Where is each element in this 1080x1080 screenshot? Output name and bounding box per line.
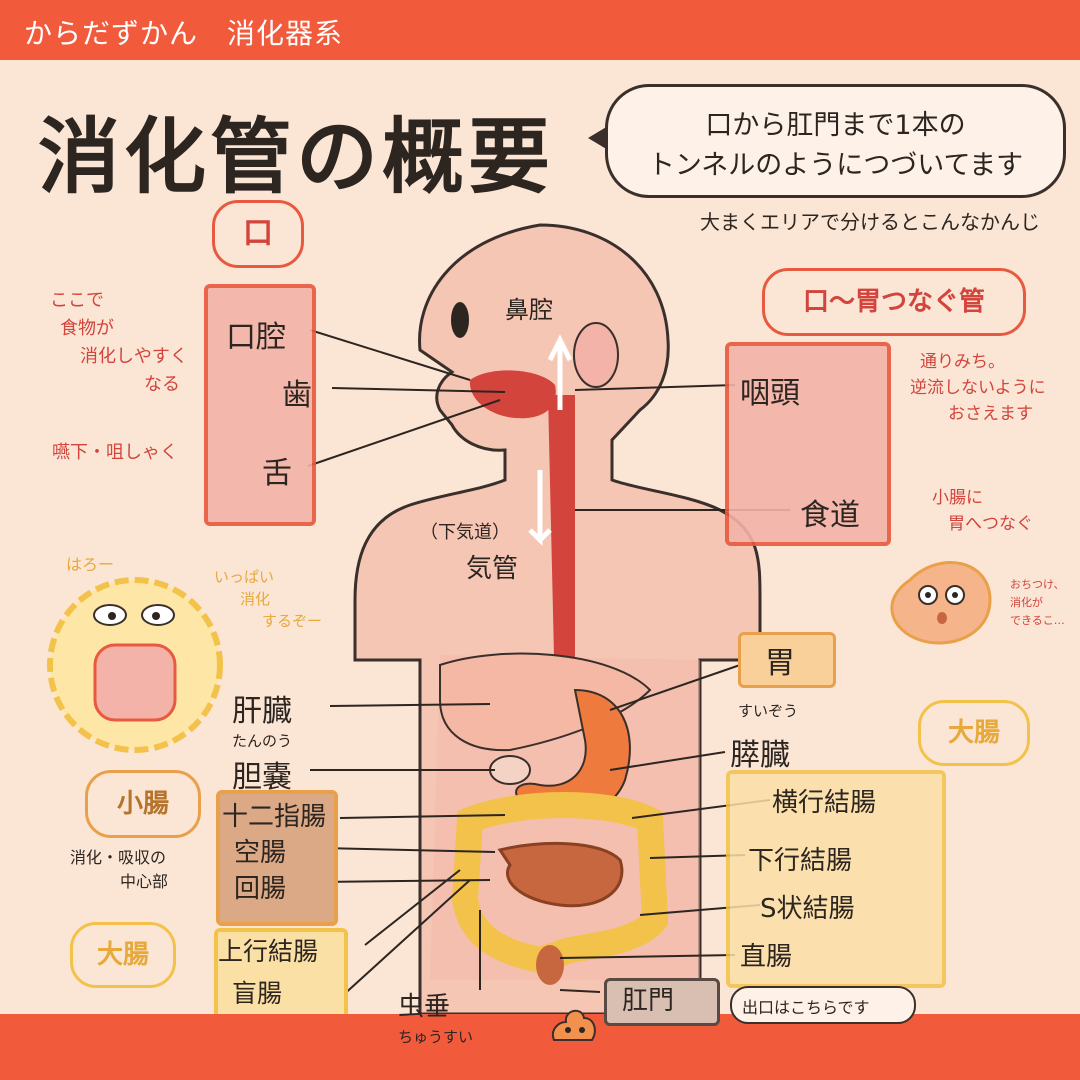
subtitle: 大まくエリアで分けるとこんなかんじ — [700, 210, 1040, 234]
intestine-note-2: いっぱい — [214, 568, 275, 586]
label-pharynx: 咽頭 — [740, 376, 800, 411]
anus-note-bubble: 出口はこちらです — [730, 986, 916, 1024]
label-sigmoid-colon: S状結腸 — [760, 894, 855, 924]
intestine-note-1: はろー — [66, 555, 115, 574]
label-rectum: 直腸 — [740, 942, 793, 972]
mouth-note-3: 消化しやすく — [80, 346, 188, 367]
mouth-note-4: なる — [144, 374, 180, 395]
label-trachea: 気管 — [466, 554, 519, 584]
label-gallbladder: 胆嚢 — [232, 760, 292, 795]
label-ascending-colon: 上行結腸 — [218, 937, 319, 966]
label-gallbladder-reading: たんのう — [232, 732, 293, 750]
small-intestine-box — [216, 790, 338, 926]
label-teeth: 歯 — [282, 378, 312, 413]
header-title: からだずかん 消化器系 — [24, 17, 344, 50]
speech-bubble-tail — [588, 126, 608, 150]
footer-bar — [0, 1014, 1080, 1080]
label-transverse-colon: 横行結腸 — [772, 788, 877, 818]
anus-box — [604, 978, 720, 1026]
intestine-note-3: 消化 — [240, 590, 271, 608]
tube-note-3: おさえます — [948, 404, 1033, 424]
tube-note-1: 通りみち。 — [920, 352, 1005, 372]
label-nasal-cavity: 鼻腔 — [505, 296, 553, 324]
label-pancreas-reading: すいぞう — [738, 702, 799, 720]
label-pancreas: 膵臓 — [730, 738, 790, 773]
mouth-note-5: 嚥下・咀しゃく — [52, 442, 178, 463]
stomach-character — [890, 561, 992, 645]
tube-note-5: 胃へつなぐ — [948, 514, 1033, 534]
label-oral-cavity: 口腔 — [226, 320, 286, 355]
tube-note-6: おちつけ、 — [1010, 578, 1065, 591]
label-anus: 肛門 — [622, 986, 675, 1016]
label-tongue: 舌 — [262, 456, 292, 491]
small-intestine-tag: 小腸 — [85, 770, 201, 838]
speech-line-1: 口から肛門まで1本の — [705, 110, 966, 141]
main-title: 消化管の概要 — [38, 110, 555, 205]
label-lower-airway: （下気道） — [420, 522, 510, 543]
tube-note-4: 小腸に — [932, 488, 983, 508]
label-ileum: 回腸 — [234, 874, 287, 904]
header-bar: からだずかん 消化器系 — [0, 0, 1080, 60]
label-jejunum: 空腸 — [234, 838, 287, 868]
large-intestine-tag-right: 大腸 — [918, 700, 1030, 766]
mouth-note-1: ここで — [50, 290, 104, 311]
tube-note-8: できるこ… — [1010, 614, 1065, 627]
mouth-tag: 口 — [212, 200, 304, 268]
label-descending-colon: 下行結腸 — [748, 846, 853, 876]
tube-note-7: 消化が — [1010, 596, 1043, 609]
label-liver: 肝臓 — [232, 694, 292, 729]
label-esophagus: 食道 — [800, 498, 860, 533]
label-appendix: 虫垂 — [398, 992, 451, 1022]
intestine-character — [47, 577, 223, 753]
large-intestine-box-left — [214, 928, 348, 1024]
tube-note-2: 逆流しないように — [910, 378, 1046, 398]
label-duodenum: 十二指腸 — [222, 802, 327, 832]
small-intestine-note-1: 消化・吸収の — [70, 848, 167, 867]
anus-note: 出口はこちらです — [742, 998, 870, 1017]
stomach-box — [738, 632, 836, 688]
intestine-note-4: するぞー — [262, 612, 323, 630]
mouth-note-2: 食物が — [60, 318, 114, 339]
label-appendix-reading: ちゅうすい — [398, 1028, 474, 1046]
speech-bubble: 口から肛門まで1本の トンネルのようにつづいてます — [605, 84, 1066, 198]
poop-character — [552, 1009, 596, 1041]
label-stomach: 胃 — [765, 646, 795, 681]
tube-box — [725, 342, 891, 546]
large-intestine-box-right — [726, 770, 946, 988]
tube-tag: 口〜胃つなぐ管 — [762, 268, 1026, 336]
speech-line-2: トンネルのようにつづいてます — [647, 150, 1024, 181]
label-cecum: 盲腸 — [232, 979, 283, 1008]
mouth-box — [204, 284, 316, 526]
small-intestine-note-2: 中心部 — [120, 872, 169, 891]
large-intestine-tag-left: 大腸 — [70, 922, 176, 988]
